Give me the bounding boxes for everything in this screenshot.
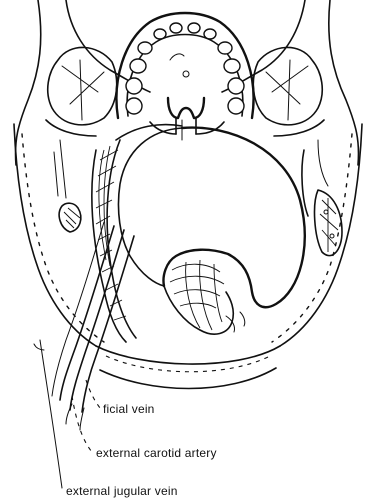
tooth [228, 98, 244, 114]
left-parotid [54, 140, 81, 232]
tooth [218, 42, 232, 54]
left-ramus [46, 47, 117, 136]
right-ramus [253, 47, 324, 136]
label-external-carotid-artery: external carotid artery [96, 446, 217, 460]
tongue-region [164, 260, 245, 334]
muscle-flap [92, 125, 182, 342]
tooth [130, 59, 146, 73]
tooth [188, 23, 200, 33]
leader-external-carotid-artery [72, 396, 92, 452]
skull-outline [16, 0, 359, 165]
tooth [138, 42, 152, 54]
incision-flap [118, 120, 304, 307]
label-external-jugular-vein: external jugular vein [66, 484, 178, 498]
tooth [126, 78, 142, 94]
neck-contour [14, 124, 362, 389]
dental-arch [116, 13, 253, 118]
tooth [228, 78, 244, 94]
vessels [52, 222, 134, 430]
right-parotid [302, 140, 342, 256]
tooth [170, 23, 182, 33]
tooth [126, 98, 142, 114]
tooth [154, 29, 166, 39]
label-facial-vein: ficial vein [103, 402, 155, 416]
tooth [224, 59, 240, 73]
tooth [204, 29, 216, 39]
leader-lines [34, 340, 100, 488]
